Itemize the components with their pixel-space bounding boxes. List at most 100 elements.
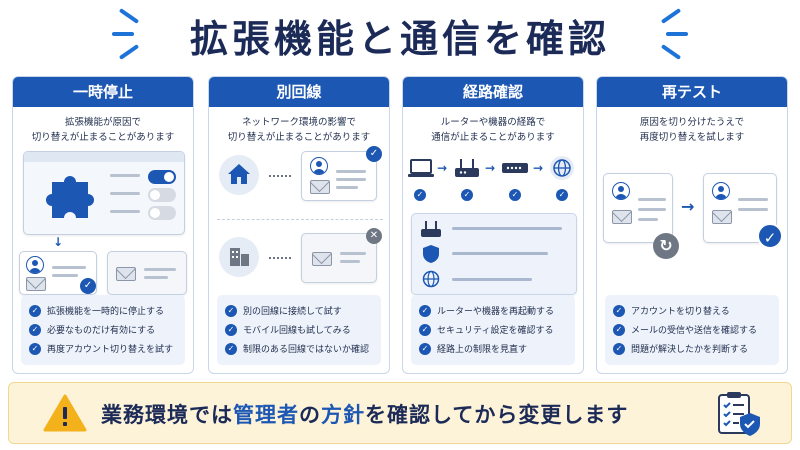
account-card xyxy=(107,251,187,295)
arrow-down-icon: ↓ xyxy=(53,235,64,249)
check-icon: ✓ xyxy=(419,304,431,317)
page-title: 拡張機能と通信を確認 xyxy=(189,17,610,61)
mail-icon xyxy=(116,267,136,281)
desc-line: 拡張機能が原因で xyxy=(64,117,141,128)
mail-icon xyxy=(310,180,330,194)
arrow-right-icon: → xyxy=(437,161,448,175)
check-icon: ✓ xyxy=(366,146,382,162)
arrow-right-icon: → xyxy=(485,161,496,175)
list-item: ✓ 必要なものだけ有効にする xyxy=(29,320,177,339)
list-item: ✓ 経路上の制限を見直す xyxy=(419,339,567,358)
desc-line: ルーターや機器の経路で xyxy=(440,117,546,128)
check-icon: ✓ xyxy=(613,342,625,355)
check-icon: ✓ xyxy=(80,278,96,294)
list-item: ✓ セキュリティ設定を確認する xyxy=(419,320,567,339)
arrow-right-icon: → xyxy=(681,197,695,216)
refresh-icon: ↻ xyxy=(653,233,679,259)
check-text: メールの受信や送信を確認する xyxy=(631,326,758,336)
check-icon: ✓ xyxy=(613,304,625,317)
account-card: ✓ xyxy=(301,146,382,201)
list-item: ✓ アカウントを切り替える xyxy=(613,301,771,320)
decor-dash xyxy=(112,32,134,36)
check-icon: ✓ xyxy=(225,323,237,336)
desc-line: 切り替えが止まることがあります xyxy=(227,132,371,143)
panel-heading: 一時停止 xyxy=(13,77,193,107)
banner-highlight: 方針 xyxy=(321,403,365,427)
person-icon xyxy=(712,182,730,200)
home-icon xyxy=(219,155,259,195)
check-text: 問題が解決したかを判断する xyxy=(631,345,749,355)
puzzle-icon xyxy=(46,176,94,218)
device-settings-card xyxy=(411,213,577,295)
check-icon: ✓ xyxy=(509,189,521,201)
check-text: 経路上の制限を見直す xyxy=(437,345,528,355)
mail-icon xyxy=(312,252,332,266)
check-icon: ✓ xyxy=(461,189,473,201)
desc-line: 切り替えが止まることがあります xyxy=(31,132,175,143)
banner-message: 業務環境では管理者の方針を確認してから変更します xyxy=(101,399,628,429)
arrow-right-icon: → xyxy=(533,161,544,175)
checklist: ✓ ルーターや機器を再起動する ✓ セキュリティ設定を確認する ✓ 経路上の制限を見直… xyxy=(411,295,575,365)
person-icon xyxy=(310,157,328,175)
router-icon xyxy=(455,159,479,177)
panel-description: ネットワーク環境の影響で 切り替えが止まることがあります xyxy=(209,115,389,147)
mail-icon xyxy=(612,210,632,224)
banner-highlight: 管理者 xyxy=(233,403,299,427)
mail-icon xyxy=(712,210,732,224)
shield-icon xyxy=(423,245,439,263)
list-item: ✓ メールの受信や送信を確認する xyxy=(613,320,771,339)
toggle-switch[interactable] xyxy=(148,188,176,202)
divider xyxy=(217,219,383,220)
globe-icon xyxy=(550,156,574,180)
check-text: ルーターや機器を再起動する xyxy=(437,307,555,317)
toggle-switch[interactable] xyxy=(148,206,176,220)
panel-heading: 別回線 xyxy=(209,77,389,107)
checklist: ✓別の回線に接続して試す ✓モバイル回線も試してみる ✓制限のある回線ではないか… xyxy=(217,295,381,365)
check-icon: ✓ xyxy=(419,342,431,355)
check-text: モバイル回線も試してみる xyxy=(243,326,351,336)
banner-text-part: を確認してから変更します xyxy=(365,403,629,427)
check-icon: ✓ xyxy=(29,342,41,355)
banner-text-part: 業務環境では xyxy=(101,403,233,427)
panel-heading: 再テスト xyxy=(597,77,787,107)
panel-route-check: 経路確認 ルーターや機器の経路で 通信が止まることがあります → → → ✓ ✓… xyxy=(402,76,584,374)
header: 拡張機能と通信を確認 xyxy=(0,0,800,72)
check-text: 必要なものだけ有効にする xyxy=(47,326,156,336)
illustration-network: ✓ ✕ xyxy=(209,146,389,297)
router-icon xyxy=(421,221,441,237)
panel-description: 拡張機能が原因で 切り替えが止まることがあります xyxy=(13,115,193,147)
list-item: ✓ モバイル回線も試してみる xyxy=(225,320,373,339)
check-icon: ✓ xyxy=(419,323,431,336)
check-text: セキュリティ設定を確認する xyxy=(437,326,554,336)
check-icon: ✓ xyxy=(29,323,41,336)
connection-dots xyxy=(269,175,291,177)
check-icon: ✓ xyxy=(29,304,41,317)
switch-icon xyxy=(502,163,528,173)
panel-description: 原因を切り分けたうえで 再度切り替えを試します xyxy=(597,115,787,147)
desc-line: 再度切り替えを試します xyxy=(639,132,745,143)
list-item: ✓ 問題が解決したかを判断する xyxy=(613,339,771,358)
close-icon: ✕ xyxy=(366,228,382,244)
list-item: ✓ ルーターや機器を再起動する xyxy=(419,301,567,320)
panel-description: ルーターや機器の経路で 通信が止まることがあります xyxy=(403,115,583,147)
banner-text-part: の xyxy=(299,403,321,427)
desc-line: 通信が止まることがあります xyxy=(431,132,555,143)
check-text: アカウントを切り替える xyxy=(631,307,730,317)
connection-dots xyxy=(269,257,291,259)
check-icon: ✓ xyxy=(757,223,783,249)
laptop-icon xyxy=(408,159,434,177)
list-item: ✓再度アカウント切り替えを試す xyxy=(29,339,177,358)
check-icon: ✓ xyxy=(225,342,237,355)
checklist: ✓ アカウントを切り替える ✓ メールの受信や送信を確認する ✓ 問題が解決したかを判… xyxy=(605,295,779,365)
toggle-switch[interactable] xyxy=(148,170,176,184)
check-icon: ✓ xyxy=(414,189,426,201)
admin-policy-banner: 業務環境では管理者の方針を確認してから変更します xyxy=(8,382,792,444)
check-icon: ✓ xyxy=(613,323,625,336)
building-icon xyxy=(219,237,259,277)
check-text: 拡張機能を一時的に停止する xyxy=(47,307,165,317)
clipboard-shield-icon xyxy=(718,392,760,436)
check-text: 別の回線に接続して試す xyxy=(243,307,342,317)
account-card xyxy=(603,173,673,243)
checklist: ✓ 拡張機能を一時的に停止する ✓ 必要なものだけ有効にする ✓再度アカウント切り替… xyxy=(21,295,185,365)
check-icon: ✓ xyxy=(225,304,237,317)
